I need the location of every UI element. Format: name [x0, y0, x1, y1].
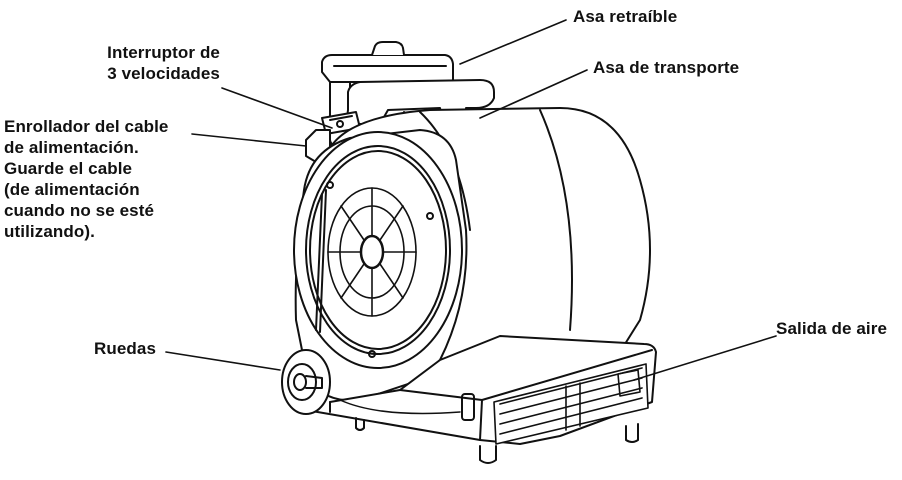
label-interruptor-line2: 3 velocidades: [107, 64, 220, 83]
label-enrollador-line5: cuando no se esté: [4, 201, 155, 220]
leader-lines: [165, 19, 777, 381]
label-ruedas: Ruedas: [94, 338, 156, 359]
label-interruptor-line1: Interruptor de: [107, 43, 220, 62]
label-enrollador: Enrollador del cable de alimentación. Gu…: [4, 116, 169, 242]
label-enrollador-line1: Enrollador del cable: [4, 117, 169, 136]
leader-ruedas: [165, 351, 281, 371]
label-enrollador-line4: (de alimentación: [4, 180, 140, 199]
wheel: [281, 349, 331, 415]
leader-asa-transporte: [479, 69, 588, 119]
leader-salida-aire: [633, 335, 777, 381]
label-enrollador-line6: utilizando).: [4, 222, 95, 241]
label-enrollador-line3: Guarde el cable: [4, 159, 133, 178]
leader-interruptor: [221, 87, 333, 129]
label-ruedas-text: Ruedas: [94, 339, 157, 358]
label-asa-transporte-text: Asa de transporte: [593, 58, 740, 77]
label-enrollador-line2: de alimentación.: [4, 138, 139, 157]
label-salida-aire: Salida de aire: [776, 318, 887, 339]
label-salida-aire-text: Salida de aire: [776, 319, 888, 338]
leader-enrollador: [191, 133, 307, 147]
retractable-handle: [321, 41, 454, 147]
label-asa-transporte: Asa de transporte: [593, 57, 739, 78]
fan-grille: [327, 187, 417, 317]
leader-asa-retraible: [459, 19, 567, 65]
label-interruptor: Interruptor de 3 velocidades: [80, 42, 220, 84]
label-asa-retraible-text: Asa retraíble: [573, 7, 678, 26]
label-asa-retraible: Asa retraíble: [573, 6, 677, 27]
air-outlet: [493, 363, 649, 445]
